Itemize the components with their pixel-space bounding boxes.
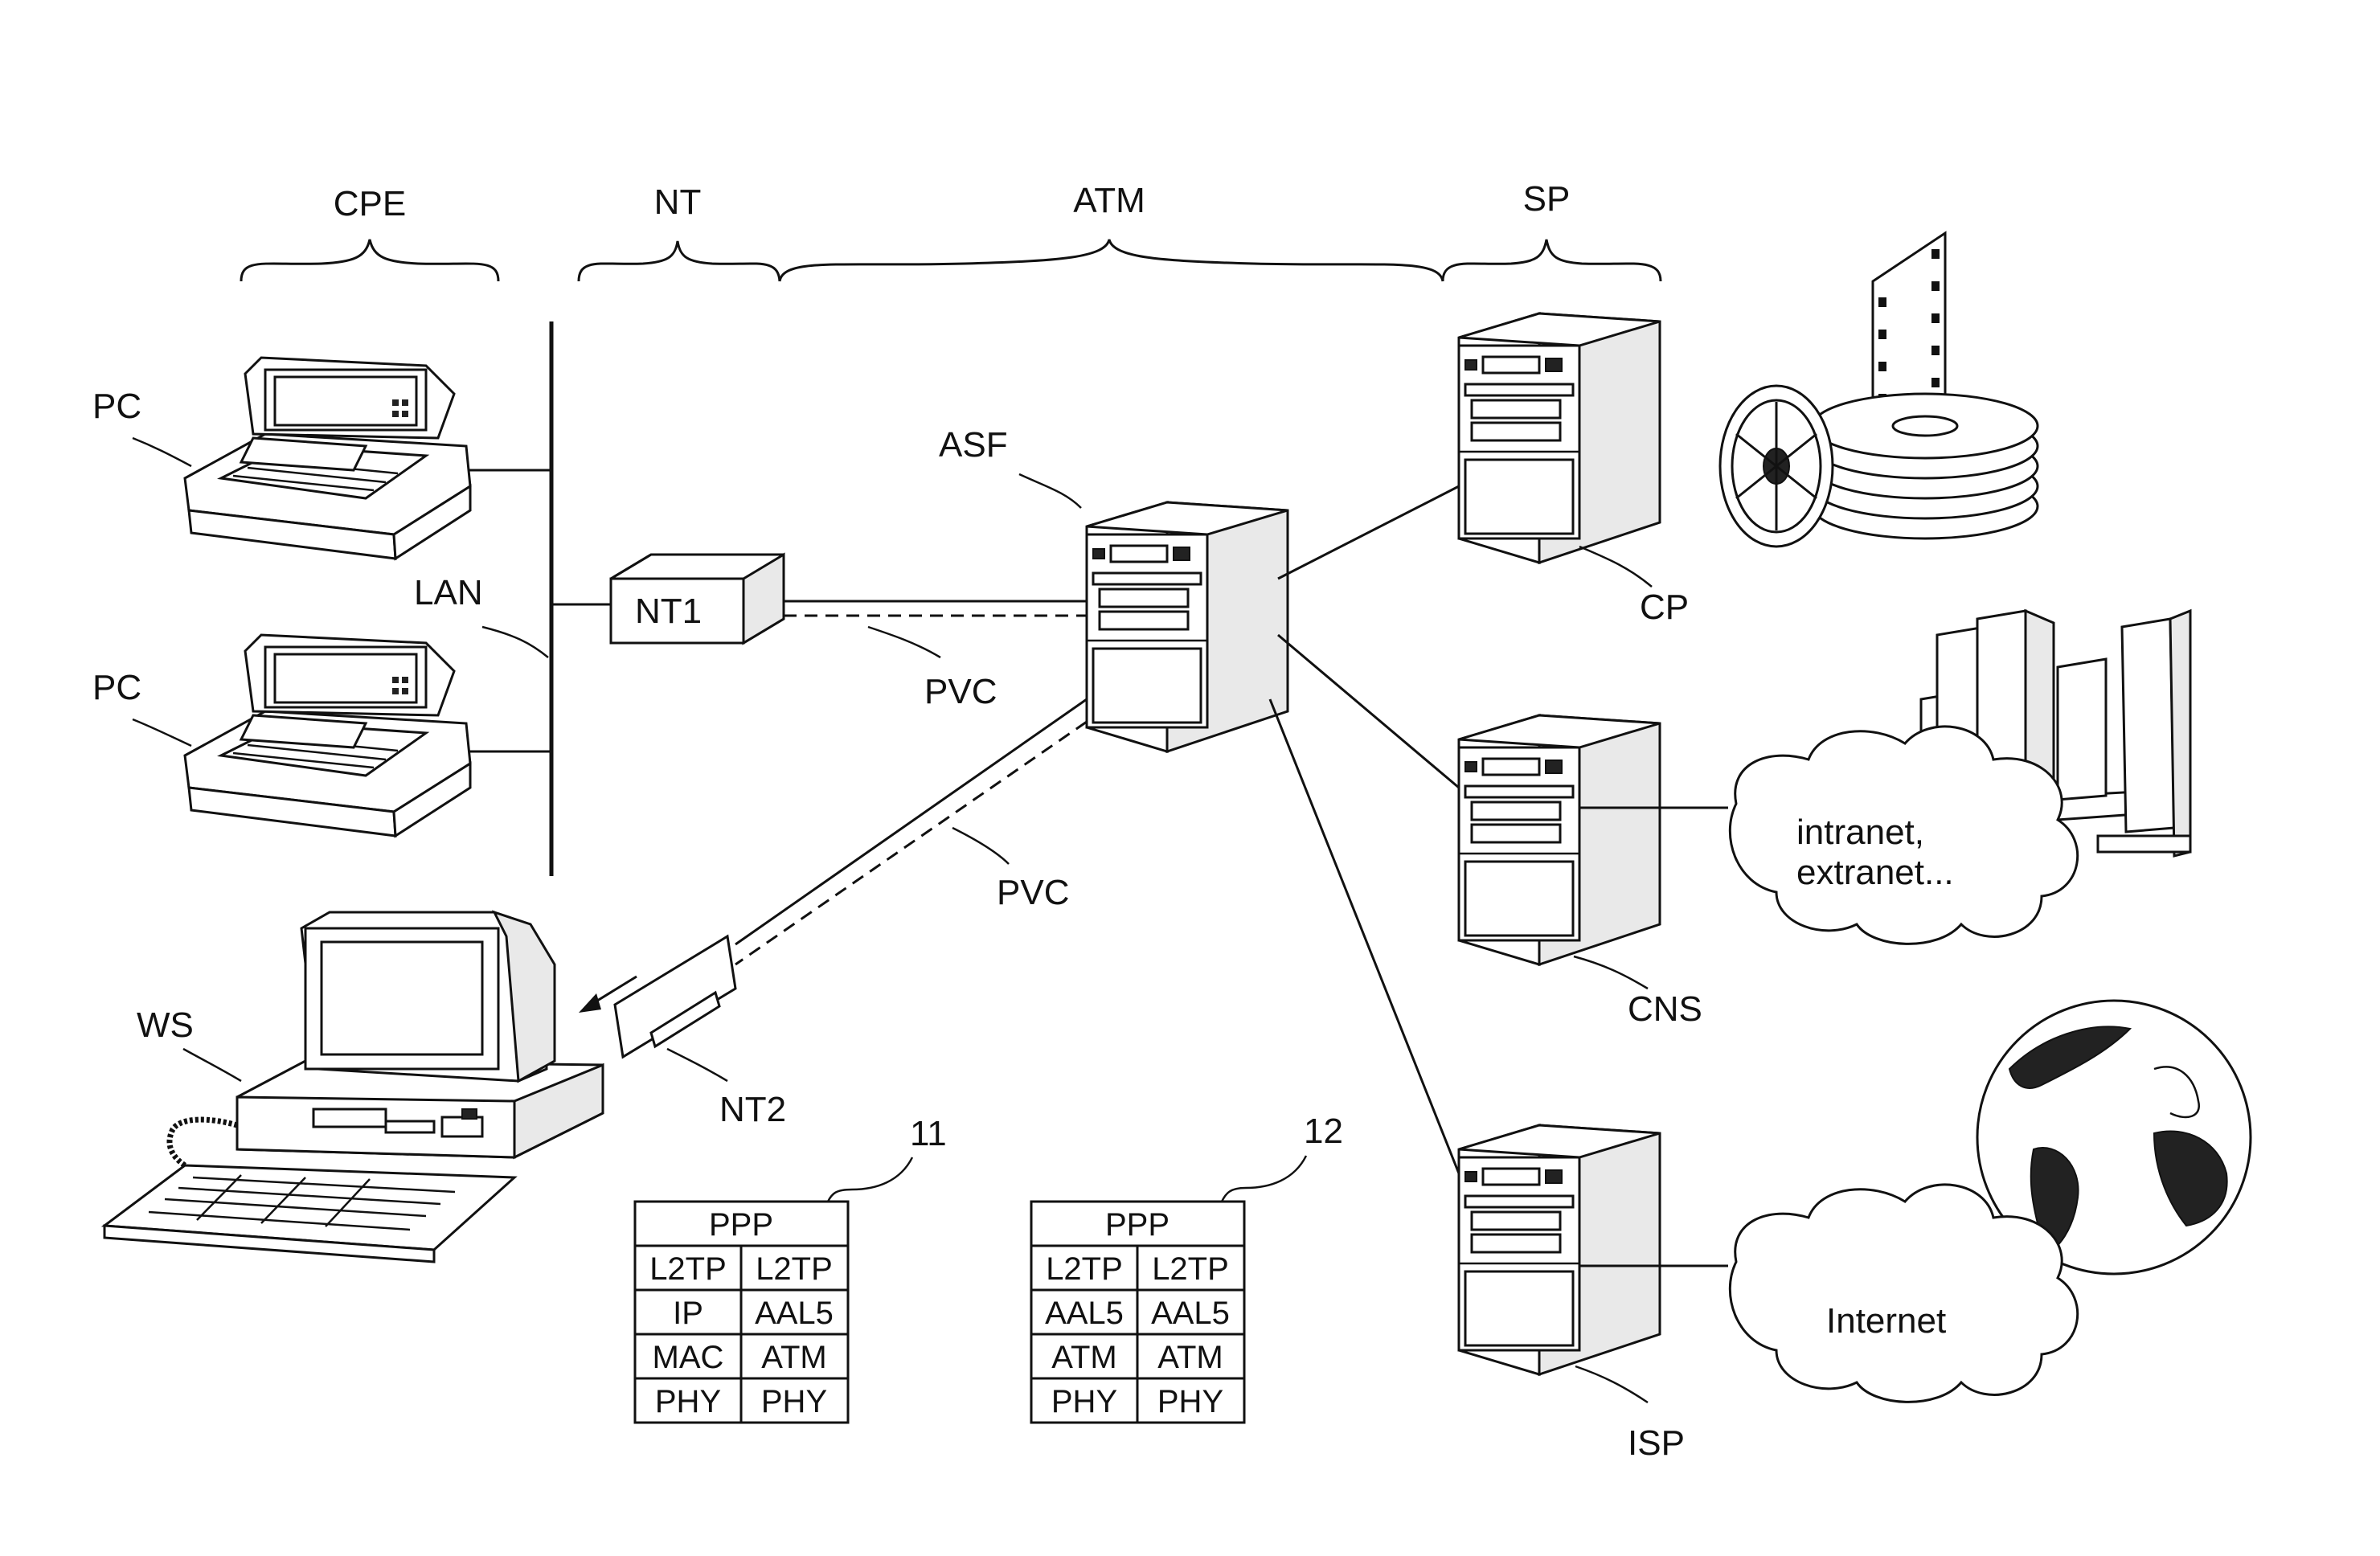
pvc-1-leader: [868, 627, 940, 657]
ws-label: WS: [137, 1005, 194, 1045]
cns-label: CNS: [1628, 989, 1702, 1029]
link-asf-isp: [1270, 699, 1459, 1173]
group-label-atm: ATM: [1073, 181, 1145, 220]
stack-12-cell: ATM: [1157, 1340, 1223, 1375]
cns-server: [1459, 715, 1660, 964]
stack-11-leader: [828, 1157, 912, 1202]
stack-11-cell: PHY: [655, 1384, 721, 1419]
stack-12-cell: AAL5: [1045, 1296, 1124, 1331]
link-asf-cp: [1278, 486, 1459, 579]
nt2-arrow-head: [579, 993, 601, 1013]
pvc-2-label: PVC: [997, 873, 1069, 912]
pc-2: [185, 635, 470, 836]
stack-11-cell: PHY: [761, 1384, 827, 1419]
film-reels-icon: [1720, 233, 2038, 547]
cns-leader: [1574, 956, 1648, 989]
group-brace-cpe: [241, 240, 498, 281]
stack-11-header: PPP: [709, 1207, 773, 1243]
isp-label: ISP: [1628, 1423, 1685, 1463]
group-label-nt: NT: [654, 182, 702, 222]
stack-12-cell: L2TP: [1152, 1251, 1229, 1287]
lan-leader: [482, 627, 548, 657]
nt2-label: NT2: [719, 1090, 786, 1129]
ws-leader: [183, 1049, 241, 1081]
isp-leader: [1575, 1366, 1648, 1402]
cp-server: [1459, 313, 1660, 563]
stack-11-cell: ATM: [761, 1340, 826, 1375]
stack-11-cell: L2TP: [756, 1251, 833, 1287]
intranet-label-line2: extranet...: [1796, 853, 1954, 892]
stack-12-cell: PHY: [1051, 1384, 1117, 1419]
pc-1: [185, 358, 470, 559]
cp-leader: [1579, 547, 1652, 587]
group-brace-sp: [1443, 240, 1661, 281]
nt2-card: [615, 936, 735, 1057]
isp-server: [1459, 1125, 1660, 1374]
workstation: [104, 912, 603, 1262]
pvc-1-label: PVC: [924, 672, 997, 711]
nt1-label: NT1: [635, 592, 702, 631]
stack-12-cell: ATM: [1051, 1340, 1116, 1375]
lan-label: LAN: [414, 573, 483, 612]
link-asf-cns: [1278, 635, 1459, 788]
pvc-asf-nt2: [735, 722, 1087, 964]
stack-12-cell: PHY: [1157, 1384, 1223, 1419]
cp-label: CP: [1640, 588, 1689, 627]
stack-12-cell: AAL5: [1151, 1296, 1230, 1331]
asf-server: [1087, 502, 1288, 751]
pc-2-label: PC: [92, 668, 141, 707]
asf-label: ASF: [939, 425, 1008, 465]
group-label-sp: SP: [1523, 179, 1571, 219]
asf-leader: [1019, 474, 1081, 508]
group-brace-atm: [780, 240, 1443, 281]
nt2-leader: [667, 1049, 727, 1081]
stack-12-cell: L2TP: [1046, 1251, 1123, 1287]
internet-label: Internet: [1826, 1301, 1946, 1341]
stack-11-cell: L2TP: [649, 1251, 727, 1287]
stack-11-cell: MAC: [653, 1340, 724, 1375]
pc-1-label: PC: [92, 387, 141, 426]
group-label-cpe: CPE: [334, 184, 406, 223]
stack-11-cell: IP: [673, 1296, 703, 1331]
pvc-2-leader: [952, 828, 1009, 864]
stack-12-ref: 12: [1304, 1112, 1343, 1151]
intranet-label-line1: intranet,: [1796, 813, 1924, 852]
stack-11-cell: AAL5: [755, 1296, 834, 1331]
pc-1-leader: [133, 438, 191, 466]
group-brace-nt: [579, 241, 780, 281]
stack-11-ref: 11: [910, 1114, 947, 1153]
stack-12-leader: [1222, 1156, 1306, 1202]
pc-2-leader: [133, 719, 191, 746]
stack-12-header: PPP: [1105, 1207, 1170, 1243]
